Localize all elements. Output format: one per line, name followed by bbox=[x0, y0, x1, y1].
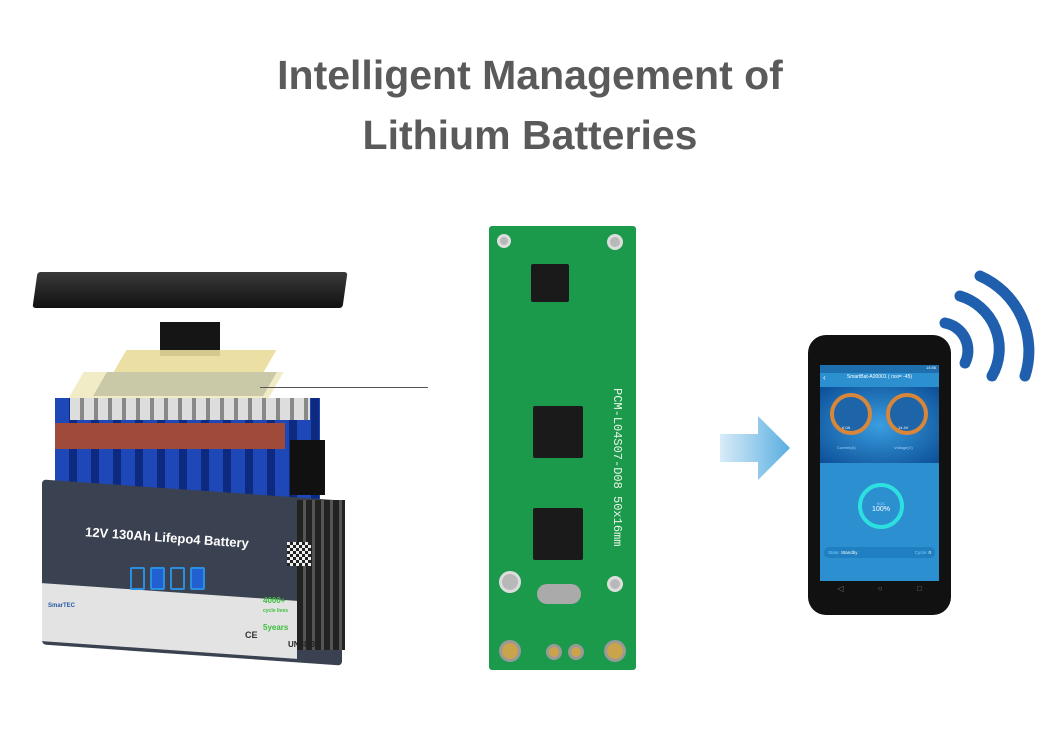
arrow-right-icon bbox=[720, 416, 790, 480]
nav-back-icon[interactable]: ◁ bbox=[837, 584, 844, 593]
title-line-1: Intelligent Management of bbox=[277, 52, 783, 98]
status-row: State: Standby Cycle: 0 bbox=[824, 547, 935, 558]
current-label: Current(A) bbox=[837, 445, 856, 450]
soc-value: 100% bbox=[872, 506, 890, 513]
voltage-label: Voltage(V) bbox=[894, 445, 913, 450]
nav-recent-icon[interactable]: □ bbox=[916, 584, 922, 593]
mosfet-q2 bbox=[533, 406, 583, 458]
nav-home-icon[interactable]: ○ bbox=[877, 584, 883, 593]
pcb-board bbox=[489, 226, 636, 670]
mount-hole bbox=[607, 234, 623, 250]
status-bar: 14:56 bbox=[820, 365, 939, 373]
soc-ring: SOC 100% bbox=[858, 483, 904, 529]
phone-screen: 14:56 SmartBat-A00001 ( rssi= -45) ‹ 0.0… bbox=[820, 365, 939, 581]
brand-logo: SmarTEC bbox=[48, 603, 76, 609]
current-gauge bbox=[830, 393, 872, 435]
cell-connectors bbox=[70, 398, 310, 420]
case-fins bbox=[297, 500, 345, 650]
phone-nav-bar: ◁ ○ □ bbox=[820, 584, 939, 593]
fuse bbox=[537, 584, 581, 604]
controller-ic bbox=[531, 264, 569, 302]
solder-pad bbox=[546, 644, 562, 660]
voltage-value: 14.4V bbox=[898, 425, 909, 430]
current-value: 0.0A bbox=[842, 425, 851, 430]
side-block bbox=[290, 440, 325, 495]
mount-hole bbox=[607, 576, 623, 592]
un-cert: UN38.3 bbox=[288, 640, 316, 649]
leader-line bbox=[260, 387, 428, 388]
back-icon[interactable]: ‹ bbox=[823, 373, 826, 382]
mount-hole bbox=[497, 234, 511, 248]
solder-pad bbox=[568, 644, 584, 660]
insulation-sheet-top bbox=[113, 350, 277, 372]
solder-pad bbox=[604, 640, 626, 662]
cycle-info: 4000+cycle lives 5years bbox=[263, 596, 289, 632]
qr-code bbox=[287, 542, 311, 566]
app-title: SmartBat-A00001 ( rssi= -45) bbox=[846, 374, 913, 380]
mosfet-q1 bbox=[533, 508, 583, 560]
battery-level-icons bbox=[130, 567, 205, 590]
title-line-2: Lithium Batteries bbox=[362, 112, 698, 158]
ce-mark: CE bbox=[245, 630, 258, 640]
wifi-signal-icon bbox=[939, 270, 1035, 382]
pcb-model-text: PCM-L04S07-D08 50x16mm bbox=[610, 388, 624, 547]
mount-hole bbox=[499, 571, 521, 593]
voltage-gauge bbox=[886, 393, 928, 435]
gauge-panel: 0.0A 14.4V Current(A) Voltage(V) bbox=[820, 387, 939, 463]
battery-lid bbox=[32, 272, 348, 308]
bms-board bbox=[93, 372, 277, 396]
solder-pad bbox=[499, 640, 521, 662]
cell-wrap bbox=[55, 423, 285, 449]
